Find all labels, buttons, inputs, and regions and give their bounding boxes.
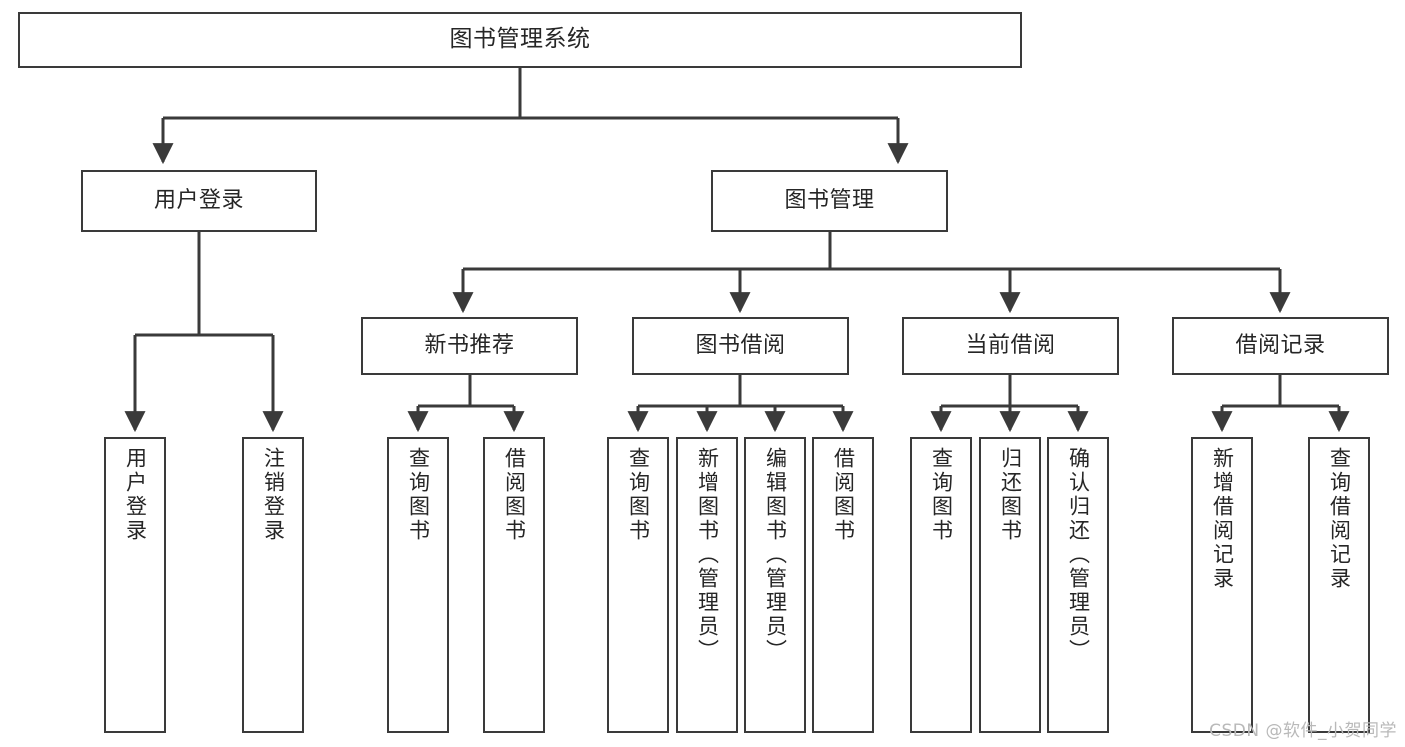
- node-root-system-label: 图书管理系统: [449, 26, 591, 53]
- leaf-query-book-2[interactable]: 查询图书: [607, 437, 669, 733]
- leaf-query-book-1[interactable]: 查询图书: [387, 437, 449, 733]
- leaf-return-book[interactable]: 归还图书: [979, 437, 1041, 733]
- leaf-add-book-label: 新增图书（管理员）: [695, 447, 720, 663]
- leaf-confirm-return-label: 确认归还（管理员）: [1066, 447, 1091, 663]
- node-book-manage-label: 图书管理: [784, 188, 875, 214]
- node-current-borrow-label: 当前借阅: [965, 333, 1056, 359]
- leaf-edit-book[interactable]: 编辑图书（管理员）: [744, 437, 806, 733]
- node-new-book-rec-label: 新书推荐: [424, 333, 515, 359]
- leaf-borrow-book-1-label: 借阅图书: [502, 447, 527, 543]
- leaf-borrow-book-1[interactable]: 借阅图书: [483, 437, 545, 733]
- csdn-watermark: CSDN @软件_小贺同学: [1209, 721, 1397, 741]
- node-borrow-record-label: 借阅记录: [1235, 333, 1326, 359]
- leaf-edit-book-label: 编辑图书（管理员）: [763, 447, 788, 663]
- node-user-login[interactable]: 用户登录: [81, 170, 317, 232]
- leaf-user-login[interactable]: 用户登录: [104, 437, 166, 733]
- leaf-query-record-label: 查询借阅记录: [1327, 447, 1352, 591]
- leaf-query-book-3-label: 查询图书: [929, 447, 954, 543]
- leaf-confirm-return[interactable]: 确认归还（管理员）: [1047, 437, 1109, 733]
- leaf-add-book[interactable]: 新增图书（管理员）: [676, 437, 738, 733]
- node-new-book-rec[interactable]: 新书推荐: [361, 317, 578, 375]
- leaf-add-record-label: 新增借阅记录: [1210, 447, 1235, 591]
- node-book-manage[interactable]: 图书管理: [711, 170, 948, 232]
- node-book-borrow[interactable]: 图书借阅: [632, 317, 849, 375]
- leaf-borrow-book-2-label: 借阅图书: [831, 447, 856, 543]
- leaf-query-record[interactable]: 查询借阅记录: [1308, 437, 1370, 733]
- leaf-logout-label: 注销登录: [261, 447, 286, 543]
- leaf-borrow-book-2[interactable]: 借阅图书: [812, 437, 874, 733]
- node-borrow-record[interactable]: 借阅记录: [1172, 317, 1389, 375]
- leaf-query-book-2-label: 查询图书: [626, 447, 651, 543]
- node-root-system[interactable]: 图书管理系统: [18, 12, 1022, 68]
- leaf-logout[interactable]: 注销登录: [242, 437, 304, 733]
- node-book-borrow-label: 图书借阅: [695, 333, 786, 359]
- leaf-query-book-3[interactable]: 查询图书: [910, 437, 972, 733]
- leaf-user-login-label: 用户登录: [123, 447, 148, 543]
- leaf-query-book-1-label: 查询图书: [406, 447, 431, 543]
- node-current-borrow[interactable]: 当前借阅: [902, 317, 1119, 375]
- leaf-add-record[interactable]: 新增借阅记录: [1191, 437, 1253, 733]
- node-user-login-label: 用户登录: [153, 188, 244, 214]
- leaf-return-book-label: 归还图书: [998, 447, 1023, 543]
